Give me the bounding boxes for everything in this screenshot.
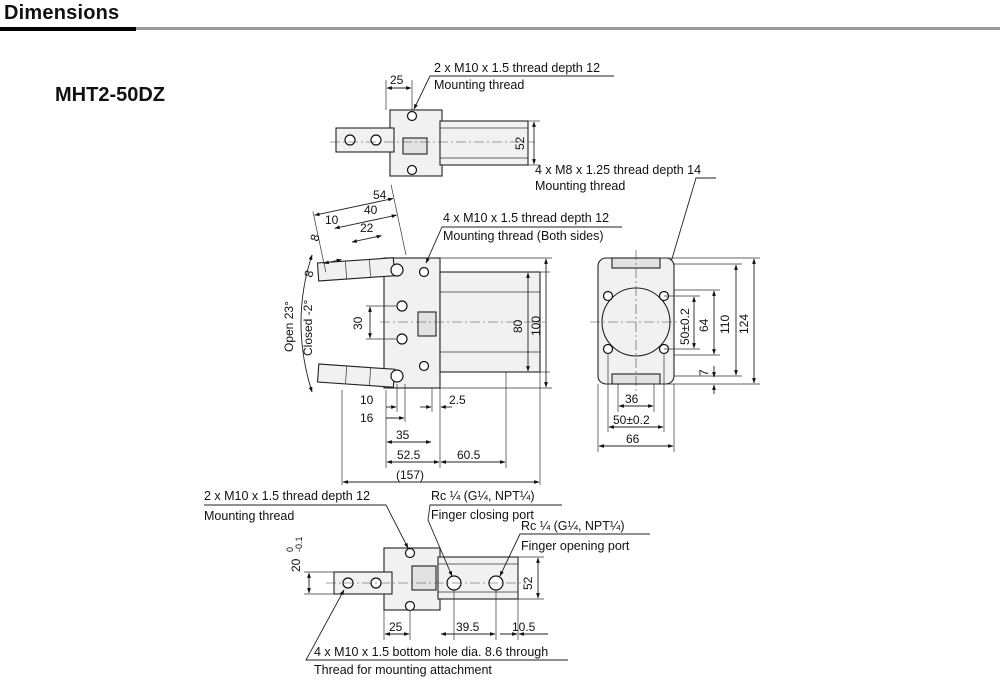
side-callout-thread: 4 x M8 x 1.25 thread depth 14 [535,163,701,177]
header-rule-accent [0,27,136,31]
front-dim-10b: 10 [360,393,374,407]
top-finger-hole [344,134,356,146]
bottom-jaw-slot [411,565,437,591]
side-dim-110: 110 [718,315,732,334]
side-callout-thread-label: Mounting thread [535,179,625,193]
side-view: 50±0.2 64 110 124 7 36 50±0.2 66 [590,250,760,452]
front-callout-thread: 4 x M10 x 1.5 thread depth 12 [443,211,609,225]
front-dim-40: 40 [364,203,378,217]
bottom-view: 20 0 -0.1 52 25 39.5 10.5 2 x M10 x 1.5 … [204,489,650,677]
front-dim-80: 80 [511,319,525,333]
model-number: MHT2-50DZ [55,84,166,106]
closing-port-label: Finger closing port [431,508,534,522]
side-dim-124: 124 [737,314,751,334]
front-dim-8-lower: 8 [301,268,316,278]
front-mount-hole [396,333,408,345]
header-rule [136,27,1000,30]
front-mount-hole [418,360,430,372]
front-port-boss [417,311,437,337]
front-dim-10: 10 [325,213,339,227]
side-dim-64: 64 [697,318,711,332]
top-mount-hole [406,110,418,122]
bottom-dim-10-5: 10.5 [512,620,536,634]
side-dim-50v: 50±0.2 [678,308,692,345]
bottom-tol-upper: 0 [285,547,295,552]
front-dim-22: 22 [360,221,374,235]
front-finger-lower [316,363,396,388]
closing-port-thread: Rc ¼ (G¼, NPT¼) [431,489,535,503]
side-mount-hole [602,290,614,302]
front-dim-8-upper: 8 [307,232,322,242]
front-view: Open 23° Closed -2° 54 40 10 22 8 8 30 8… [282,184,622,485]
bottom-callout-attachment-thread: 4 x M10 x 1.5 bottom hole dia. 8.6 throu… [314,645,548,659]
side-dim-50h: 50±0.2 [613,413,650,427]
front-mount-hole [396,300,408,312]
front-angle-closed: Closed -2° [301,300,315,356]
bottom-dim-20: 20 [289,558,303,572]
front-pivot-hole [390,263,404,277]
bottom-dim-39-5: 39.5 [456,620,480,634]
bottom-dim-25: 25 [389,620,403,634]
front-dim-52-5: 52.5 [397,448,421,462]
bottom-callout-mount-thread: 2 x M10 x 1.5 thread depth 12 [204,489,370,503]
opening-port-label: Finger opening port [521,539,630,553]
front-callout-thread-label: Mounting thread (Both sides) [443,229,604,243]
top-callout-thread-label: Mounting thread [434,78,524,92]
top-mount-hole [406,164,418,176]
front-dim-100: 100 [529,316,543,336]
front-open-arc [300,254,313,393]
front-angle-open: Open 23° [282,301,296,352]
front-dim-16: 16 [360,411,374,425]
top-finger-hole [370,134,382,146]
side-dim-66: 66 [626,432,640,446]
opening-port-thread: Rc ¼ (G¼, NPT¼) [521,519,625,533]
front-dim-54: 54 [373,188,387,202]
bottom-callout-attachment-label: Thread for mounting attachment [314,663,492,677]
bottom-mount-hole [404,547,416,559]
top-view: 25 52 2 x M10 x 1.5 thread depth 12 Moun… [330,61,716,290]
top-callout-thread: 2 x M10 x 1.5 thread depth 12 [434,61,600,75]
bottom-tol-lower: -0.1 [294,536,304,552]
side-dim-7: 7 [697,369,711,376]
section-header: Dimensions [0,0,1000,34]
front-dim-2-5: 2.5 [449,393,466,407]
side-mount-hole [602,343,614,355]
front-dim-35: 35 [396,428,410,442]
top-dim-25: 25 [390,73,404,87]
section-title: Dimensions [4,2,120,24]
front-pivot-hole [390,369,404,383]
front-top-dims [312,184,407,273]
bottom-mount-hole [404,600,416,612]
top-dim-52: 52 [513,136,527,150]
front-dim-30: 30 [351,316,365,330]
front-dim-157: (157) [396,468,424,482]
side-dim-36: 36 [625,392,639,406]
front-mount-hole [418,266,430,278]
bottom-callout-mount-thread-label: Mounting thread [204,509,294,523]
front-dim-60-5: 60.5 [457,448,481,462]
front-finger-upper [316,257,396,282]
top-jaw-slot [402,137,428,155]
bottom-dim-52: 52 [521,576,535,590]
